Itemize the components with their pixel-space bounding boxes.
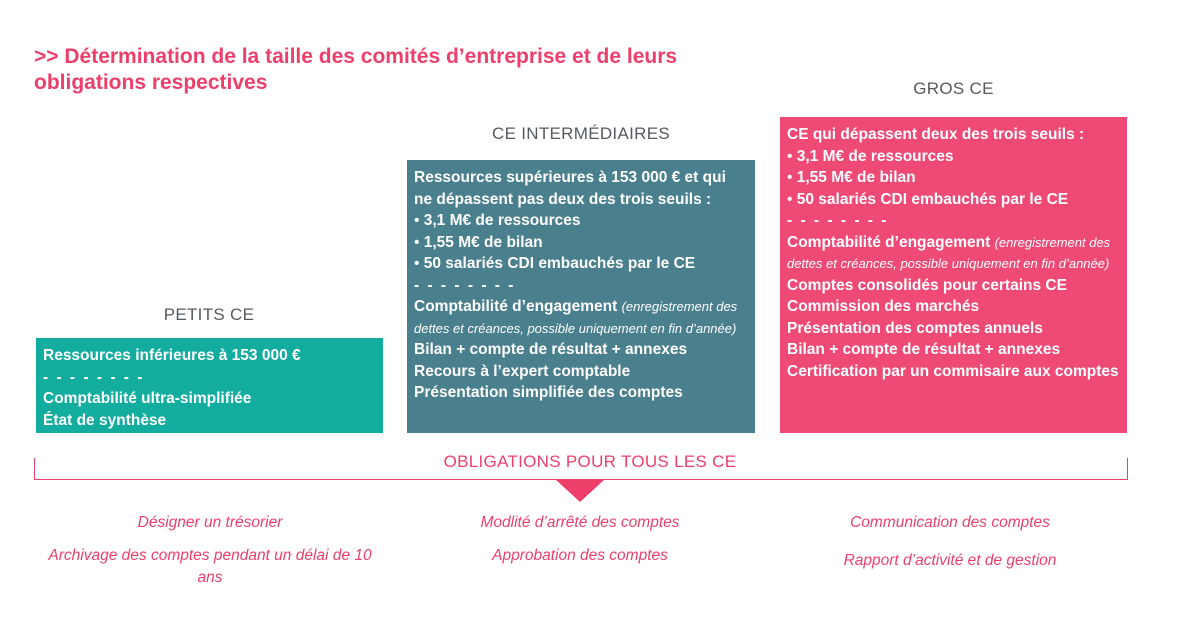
gros-bullet: 50 salariés CDI embauchés par le CE (787, 189, 1120, 211)
obligation-item: Modlité d’arrêté des comptes (480, 514, 680, 531)
inter-engagement: Comptabilité d’engagement (enregistremen… (414, 296, 748, 339)
box-gros-ce: CE qui dépassent deux des trois seuils :… (780, 117, 1127, 433)
box-ce-intermediaires: Ressources supérieures à 153 000 € et qu… (407, 160, 755, 433)
inter-line: Recours à l’expert comptable (414, 362, 631, 380)
gros-engagement-label: Comptabilité d’engagement (787, 233, 991, 251)
page-title: >> Détermination de la taille des comité… (34, 45, 678, 94)
inter-bullet: 1,55 M€ de bilan (414, 232, 748, 254)
petits-line: Comptabilité ultra-simplifiée (43, 390, 252, 407)
box-petits-ce: Ressources inférieures à 153 000 € - - -… (36, 338, 383, 433)
petits-line: État de synthèse (43, 411, 167, 429)
gros-line: Certification par un commisaire aux comp… (787, 362, 1119, 380)
obligations-bracket (34, 458, 1128, 480)
gros-line: Commission des marchés (787, 298, 980, 315)
heading-gros-ce: GROS CE (913, 79, 994, 98)
gros-separator: - - - - - - - - (787, 212, 889, 229)
gros-line: Bilan + compte de résultat + annexes (787, 341, 1061, 358)
heading-petits-ce: PETITS CE (163, 305, 255, 324)
obligation-item: Archivage des comptes pendant un délai d… (48, 547, 372, 586)
gros-intro: CE qui dépassent deux des trois seuils : (787, 126, 1085, 143)
gros-bullet: 1,55 M€ de bilan (787, 167, 1120, 189)
inter-line: Bilan + compte de résultat + annexes (414, 341, 688, 358)
obligations-heading: OBLIGATIONS POUR TOUS LES CE (420, 452, 760, 472)
inter-engagement-label: Comptabilité d’engagement (414, 298, 618, 315)
inter-engagement-note: (enregistrement des dettes et créances, … (414, 299, 738, 336)
inter-bullet: 3,1 M€ de ressources (414, 210, 748, 232)
inter-separator: - - - - - - - - (414, 276, 516, 294)
obligation-item: Communication des comptes (850, 514, 1050, 531)
heading-ce-intermediaires: CE INTERMÉDIAIRES (492, 124, 670, 143)
gros-line: Comptes consolidés pour certains CE (787, 276, 1067, 294)
obligation-item: Désigner un trésorier (137, 514, 283, 531)
obligation-item: Rapport d’activité et de gestion (843, 552, 1057, 569)
gros-line: Présentation des comptes annuels (787, 319, 1043, 337)
inter-bullet: 50 salariés CDI embauchés par le CE (414, 253, 748, 275)
obligation-item: Approbation des comptes (492, 547, 668, 564)
gros-engagement: Comptabilité d’engagement (enregistremen… (787, 232, 1120, 275)
petits-line: Ressources inférieures à 153 000 € (43, 347, 301, 364)
inter-line: Présentation simplifiée des comptes (414, 384, 683, 401)
petits-separator: - - - - - - - - (43, 368, 145, 386)
gros-bullet: 3,1 M€ de ressources (787, 146, 1120, 168)
gros-engagement-note: (enregistrement des dettes et créances, … (787, 234, 1111, 272)
inter-intro: Ressources supérieures à 153 000 € et qu… (414, 169, 726, 208)
pointer-triangle (556, 480, 604, 502)
